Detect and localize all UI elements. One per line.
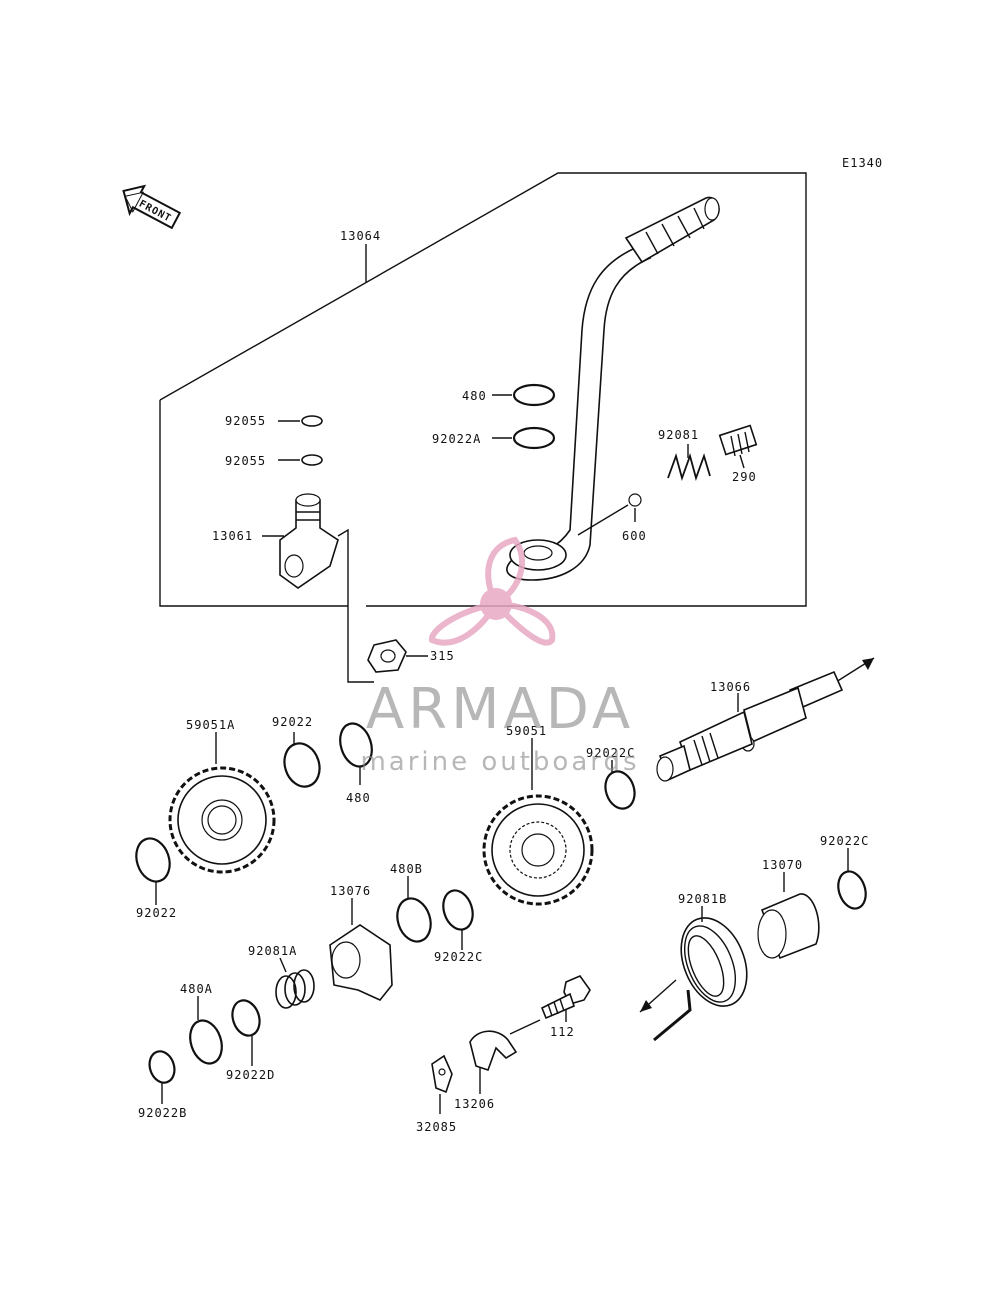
label-13070: 13070 — [762, 858, 803, 872]
ring-480-top — [512, 383, 556, 407]
washer-92022A — [512, 426, 556, 450]
watermark: ARMADA marine outboards — [360, 536, 639, 777]
plate-32085 — [431, 1054, 453, 1114]
oring-92055-a — [301, 415, 323, 427]
label-13066: 13066 — [710, 680, 751, 694]
ring-480A — [189, 1019, 223, 1065]
label-92022C-b: 92022C — [820, 834, 869, 848]
label-480-top: 480 — [462, 389, 487, 403]
washer-92022C-b — [837, 870, 867, 910]
label-600: 600 — [622, 529, 647, 543]
label-13206: 13206 — [454, 1097, 495, 1111]
kick-shaft-13066 — [656, 657, 875, 782]
bolt-112 — [540, 975, 591, 1022]
label-480-mid: 480 — [346, 791, 371, 805]
front-arrow-icon: FRONT — [122, 184, 182, 230]
label-92081A: 92081A — [248, 944, 297, 958]
oring-92055-b — [301, 454, 323, 466]
diagram-code: E1340 — [842, 156, 883, 170]
label-92022A: 92022A — [432, 432, 481, 446]
label-480B: 480B — [390, 862, 423, 876]
label-92022-top: 92022 — [272, 715, 313, 729]
label-92022C-a: 92022C — [586, 746, 635, 760]
gear-59051A — [168, 732, 276, 874]
pin-290 — [718, 424, 758, 469]
label-92081B: 92081B — [678, 892, 727, 906]
label-112: 112 — [550, 1025, 575, 1039]
washer-92022B — [148, 1050, 176, 1084]
assembly-box-13064 — [159, 172, 807, 607]
washer-92022-top — [283, 742, 321, 788]
label-92055-b: 92055 — [225, 454, 266, 468]
spring-92081A — [275, 957, 315, 1009]
label-59051A: 59051A — [186, 718, 235, 732]
label-13064: 13064 — [340, 229, 381, 243]
label-315: 315 — [430, 649, 455, 663]
washer-92022-left — [135, 837, 171, 883]
washer-92022C-a — [604, 770, 636, 810]
watermark-tagline: marine outboards — [360, 747, 639, 777]
ratchet-13076 — [329, 898, 393, 1001]
ring-480-mid — [339, 722, 373, 768]
washer-92022C-c — [442, 889, 474, 931]
label-59051: 59051 — [506, 724, 547, 738]
ratchet-guide-13206 — [469, 1019, 541, 1094]
label-92055-a: 92055 — [225, 414, 266, 428]
spring-92081 — [667, 444, 711, 481]
guide-13070 — [757, 872, 820, 960]
washer-92022D — [231, 999, 261, 1037]
label-290: 290 — [732, 470, 757, 484]
gear-59051 — [482, 738, 594, 906]
propeller-logo-icon — [429, 536, 556, 646]
ball-600 — [628, 493, 642, 507]
label-92022-left: 92022 — [136, 906, 177, 920]
kick-pedal-arm — [506, 196, 720, 581]
label-92022B: 92022B — [138, 1106, 187, 1120]
label-92022D: 92022D — [226, 1068, 275, 1082]
label-92022C-c: 92022C — [434, 950, 483, 964]
watermark-brand: ARMADA — [366, 677, 634, 742]
label-13061: 13061 — [212, 529, 253, 543]
nut-315 — [367, 639, 428, 673]
label-32085: 32085 — [416, 1120, 457, 1134]
label-13076: 13076 — [330, 884, 371, 898]
ring-480B — [396, 897, 432, 943]
label-92081: 92081 — [658, 428, 699, 442]
pivot-boss-13061 — [262, 493, 374, 683]
label-480A: 480A — [180, 982, 213, 996]
spring-92081B — [639, 906, 748, 1042]
